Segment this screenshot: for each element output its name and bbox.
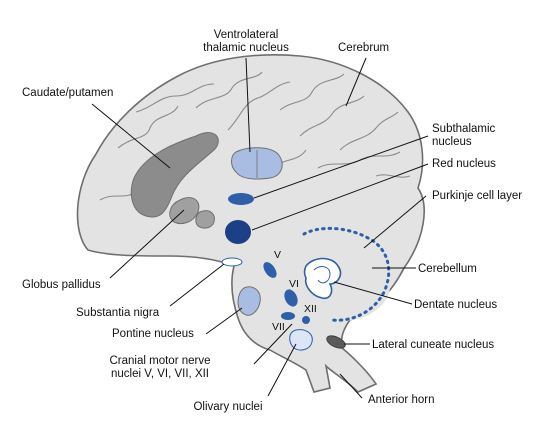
label-dentate: Dentate nucleus [414,299,497,311]
label-cerebrum: Cerebrum [338,42,389,54]
cranial-nucleus-xii [302,316,310,324]
lateral-cuneate-nucleus [326,335,346,349]
label-ventrolateral-2: thalamic nucleus [203,42,289,54]
substantia-nigra [221,257,243,267]
numeral-vi: VI [289,278,299,290]
label-subthalamic-1: Subthalamic [432,123,496,135]
purkinje-layer [302,226,391,322]
numeral-vii: VII [272,321,285,333]
label-caudate-putamen: Caudate/putamen [22,87,113,99]
label-pontine: Pontine nucleus [112,328,194,340]
label-subthalamic-2: nucleus [432,136,472,148]
label-anterior-horn: Anterior horn [368,394,434,406]
subthalamic-nucleus [228,193,254,205]
label-cranial-1: Cranial motor nerve [110,355,211,367]
label-substantia-nigra: Substantia nigra [76,307,160,319]
olivary-nuclei [289,329,313,351]
label-cranial-2: nuclei V, VI, VII, XII [111,368,209,380]
label-olivary: Olivary nuclei [193,401,262,413]
label-red-nucleus: Red nucleus [432,158,496,170]
cranial-nucleus-vii [281,312,295,320]
pontine-nucleus [237,286,261,316]
label-lateral-cuneate: Lateral cuneate nucleus [372,339,494,351]
globus-pallidus-inner [195,210,215,229]
label-ventrolateral-1: Ventrolateral [214,29,279,41]
label-cerebellum: Cerebellum [418,263,477,275]
numeral-v: V [274,249,281,261]
red-nucleus [225,220,251,244]
caudate-putamen [130,132,219,218]
cranial-nucleus-v [263,262,277,278]
dentate-nucleus [303,257,342,300]
cranial-nucleus-vi [284,289,298,307]
label-globus-pallidus: Globus pallidus [22,279,101,291]
leader-lines [91,57,429,399]
numeral-xii: XII [304,303,317,315]
label-purkinje: Purkinje cell layer [432,190,522,202]
